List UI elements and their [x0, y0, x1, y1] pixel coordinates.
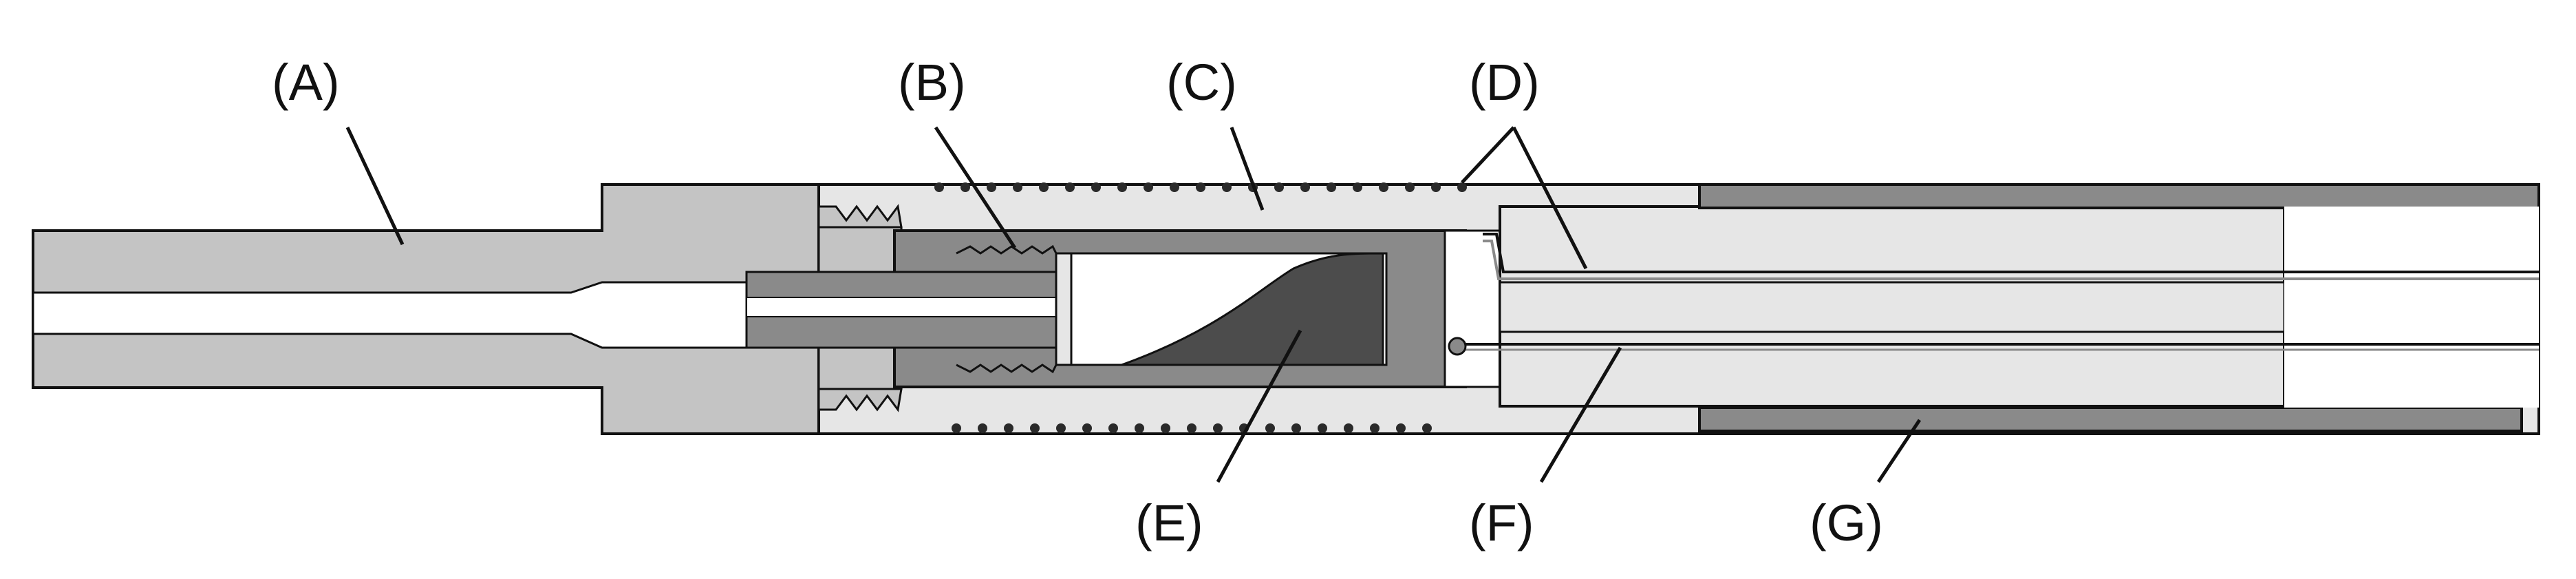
coil-dot — [1144, 182, 1153, 192]
insert-bore — [746, 297, 1057, 317]
lower-thread — [817, 388, 903, 412]
coil-dot — [1370, 423, 1380, 433]
coil-dot — [1108, 423, 1118, 433]
coil-dot — [1457, 182, 1467, 192]
coil-dot — [1039, 182, 1049, 192]
coil-dot — [952, 423, 961, 433]
insert-thread-top — [956, 244, 1058, 255]
sample-wedge — [1121, 252, 1384, 366]
heater-coil — [934, 182, 1467, 433]
leader-c — [1230, 127, 1265, 211]
coil-dot — [1318, 423, 1327, 433]
coil-dot — [1431, 182, 1441, 192]
coil-dot — [1327, 182, 1336, 192]
coil-dot — [1379, 182, 1388, 192]
coil-dot — [934, 182, 944, 192]
outer-jacket — [1698, 183, 2540, 432]
coil-dot — [1170, 182, 1179, 192]
coil-dot — [1187, 423, 1196, 433]
callout-a: (A) — [272, 54, 340, 111]
sample-chamber — [1055, 252, 1388, 366]
coil-dot — [1135, 423, 1144, 433]
coil-dot — [1213, 423, 1223, 433]
end-cap-block — [1443, 229, 1501, 388]
jacket-bottom — [1698, 406, 2523, 432]
leader-a — [345, 126, 405, 246]
coil-dot — [1344, 423, 1353, 433]
coil-dot — [1013, 182, 1022, 192]
callout-labels: (A) (B) (C) (D) (E) (F) (G) — [272, 54, 1883, 551]
end-cap — [1443, 229, 1501, 388]
leader-g — [1876, 419, 1922, 483]
callout-f: (F) — [1469, 494, 1534, 551]
leader-d2 — [1512, 126, 1588, 270]
callout-d: (D) — [1469, 54, 1540, 111]
coil-dot — [1056, 423, 1066, 433]
chamber-window — [1055, 252, 1073, 366]
leader-e — [1216, 329, 1302, 483]
coil-dot — [1265, 423, 1275, 433]
inlet-fitting — [32, 183, 820, 435]
coil-dot — [978, 423, 987, 433]
coil-dot — [960, 182, 970, 192]
sensor-tube — [1448, 205, 2539, 408]
coil-dot — [1117, 182, 1127, 192]
junction-bead — [1448, 337, 1467, 356]
coil-dot — [987, 182, 996, 192]
coil-dot — [1222, 182, 1232, 192]
coil-dot — [1405, 182, 1415, 192]
coil-dot — [1091, 182, 1101, 192]
coil-dot — [1082, 423, 1092, 433]
callout-e: (E) — [1135, 494, 1203, 551]
leader-f — [1539, 346, 1622, 483]
callout-c: (C) — [1166, 54, 1237, 111]
wire-upper-2 — [1483, 240, 2539, 280]
jacket-cover — [2284, 207, 2539, 408]
coil-dot — [1291, 423, 1301, 433]
coil-dot — [1196, 182, 1205, 192]
inner-core — [1499, 281, 2286, 333]
wire-upper — [1483, 233, 2539, 273]
leader-lines — [345, 126, 1922, 483]
coil-dot — [1065, 182, 1075, 192]
leader-d1 — [1461, 126, 1515, 184]
coil-dot — [1422, 423, 1432, 433]
leader-b — [934, 126, 1017, 249]
coil-dot — [1396, 423, 1406, 433]
coil-dot — [1300, 182, 1310, 192]
coil-dot — [1030, 423, 1040, 433]
coil-dot — [1353, 182, 1362, 192]
coil-dot — [1161, 423, 1170, 433]
callout-g: (G) — [1810, 494, 1883, 551]
coil-dot — [1274, 182, 1284, 192]
insert-thread-bottom — [956, 364, 1058, 374]
jacket-top — [1698, 183, 2540, 209]
callout-b: (B) — [898, 54, 966, 111]
coil-dot — [1004, 423, 1013, 433]
